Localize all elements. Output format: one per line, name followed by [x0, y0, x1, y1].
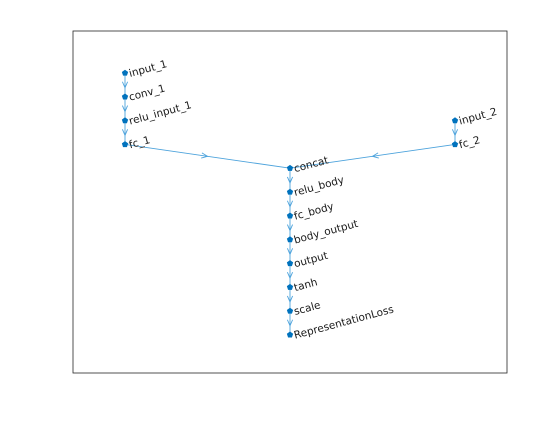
node-marker-relu_body[interactable] [286, 188, 294, 195]
node-marker-fc_1[interactable] [121, 141, 129, 148]
node-marker-input_2[interactable] [451, 117, 459, 124]
node-marker-tanh[interactable] [286, 283, 294, 290]
edge-fc_1-to-concat [124, 143, 291, 169]
edge-scale-to-RepresentationLoss [286, 311, 294, 335]
edge-body_output-to-output [286, 239, 294, 264]
node-label-fc_1: fc_1 [128, 134, 152, 151]
node-marker-relu_input_1[interactable] [121, 117, 129, 124]
edge-output-to-tanh [286, 263, 294, 288]
nodes-layer [121, 69, 459, 338]
edge-fc_body-to-body_output [286, 215, 294, 240]
node-marker-body_output[interactable] [286, 236, 294, 243]
edge-tanh-to-scale [286, 287, 294, 311]
node-label-tanh: tanh [293, 276, 319, 294]
node-marker-fc_body[interactable] [286, 212, 294, 219]
node-marker-output[interactable] [286, 260, 294, 267]
edge-relu_input_1-to-fc_1 [121, 120, 129, 145]
edge-concat-to-relu_body [286, 168, 294, 192]
node-marker-concat[interactable] [286, 164, 294, 171]
edge-fc_2-to-concat [289, 143, 456, 169]
edge-input_1-to-conv_1 [121, 73, 129, 97]
node-label-fc_2: fc_2 [458, 134, 482, 151]
node-marker-RepresentationLoss[interactable] [286, 331, 294, 338]
edge-conv_1-to-relu_input_1 [121, 96, 129, 121]
node-marker-conv_1[interactable] [121, 93, 129, 100]
node-marker-scale[interactable] [286, 307, 294, 314]
node-marker-fc_2[interactable] [451, 141, 459, 148]
edge-input_2-to-fc_2 [451, 120, 459, 145]
edge-relu_body-to-fc_body [286, 192, 294, 216]
node-marker-input_1[interactable] [121, 69, 129, 76]
edges-layer [121, 73, 459, 335]
